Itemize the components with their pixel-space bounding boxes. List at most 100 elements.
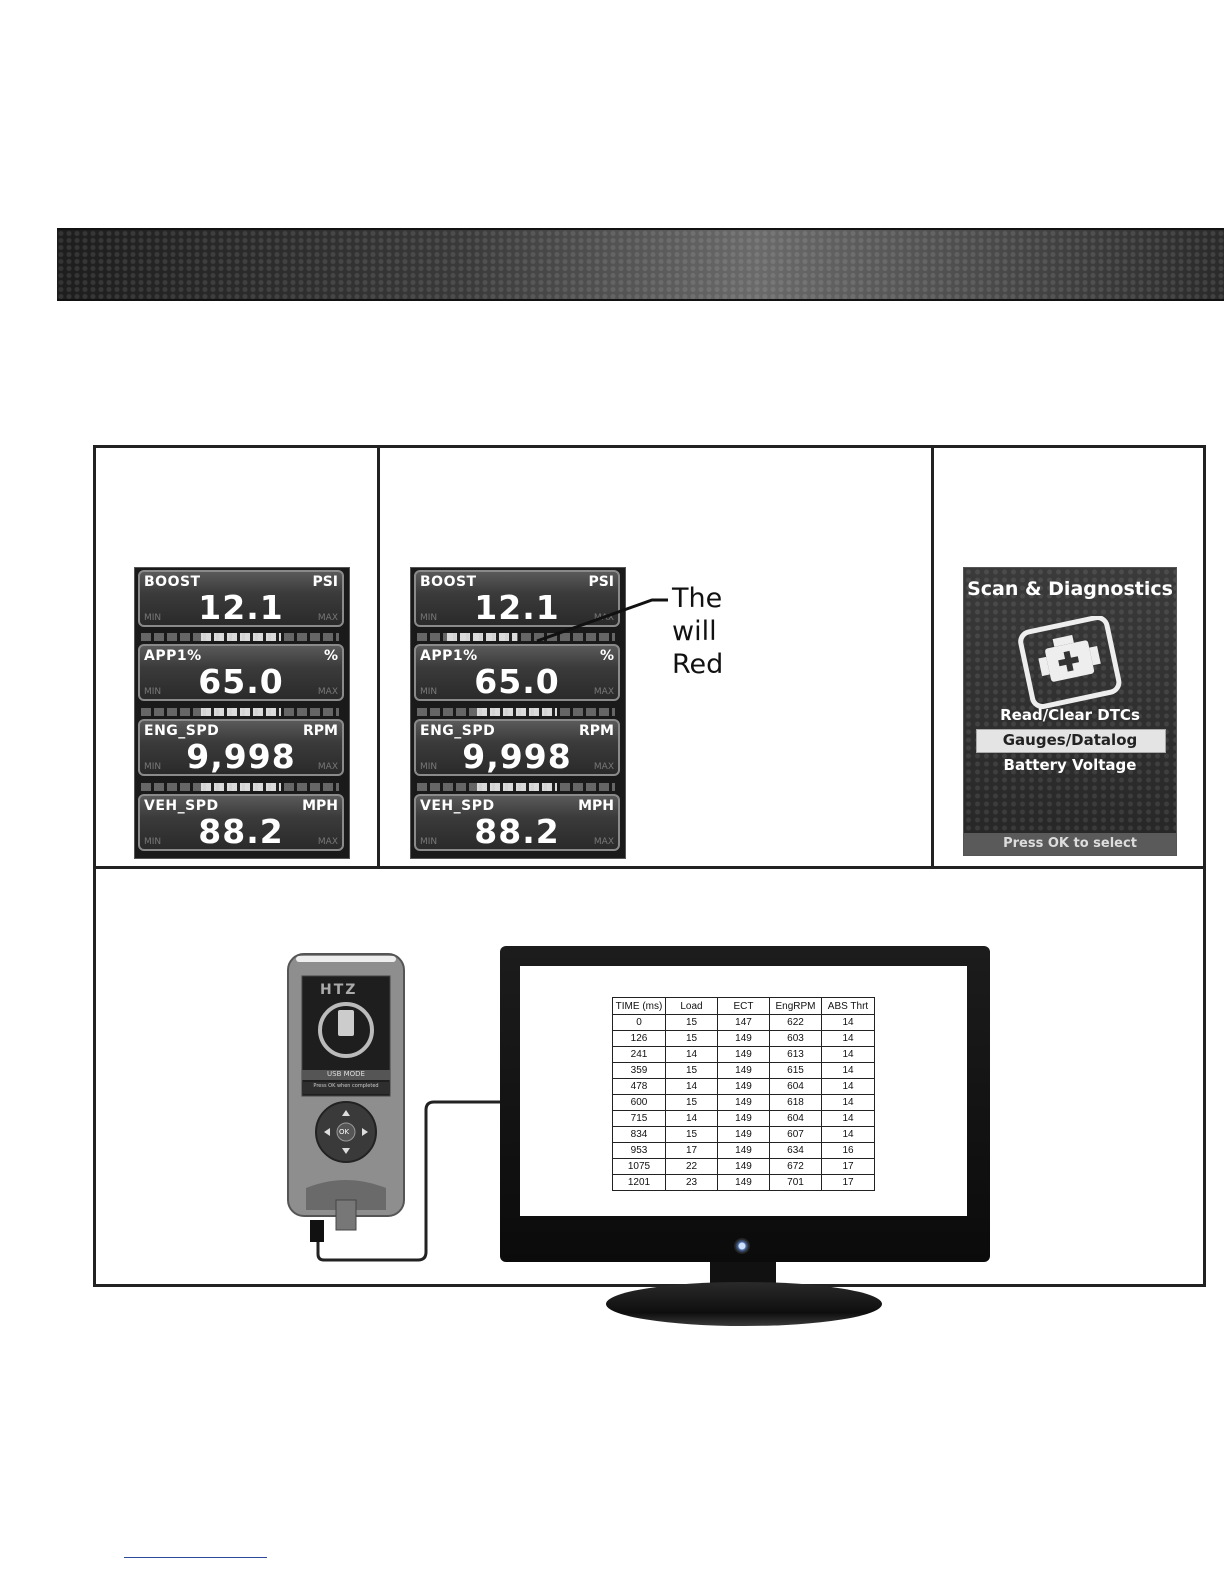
table-cell: 14 bbox=[821, 1094, 875, 1111]
gauge-value: 12.1 bbox=[474, 588, 560, 627]
gauge-min: MIN bbox=[144, 837, 162, 847]
datalog-header-row: TIME (ms) Load ECT EngRPM ABS Thrt bbox=[612, 997, 875, 1015]
table-cell: 22 bbox=[665, 1158, 718, 1175]
menu-item-gauges-datalog[interactable]: Gauges/Datalog bbox=[1002, 731, 1138, 749]
gauge-value: 88.2 bbox=[198, 812, 284, 851]
frame-divider-2 bbox=[931, 445, 934, 869]
frame-bottom bbox=[93, 1284, 1206, 1287]
table-cell: 14 bbox=[665, 1046, 718, 1063]
gauge-app: APP1% % 65.0 MIN MAX bbox=[138, 644, 344, 701]
gauge-name: ENG_SPD bbox=[420, 723, 496, 739]
callout-leader-line bbox=[536, 598, 668, 643]
scan-title: Scan & Diagnostics bbox=[967, 578, 1173, 600]
table-cell: 14 bbox=[821, 1014, 875, 1031]
gauge-value: 9,998 bbox=[186, 737, 296, 776]
table-cell: 149 bbox=[717, 1174, 770, 1191]
callout-text-line-1: The bbox=[672, 583, 723, 614]
gauge-max: MAX bbox=[593, 687, 614, 697]
datalog-header-time: TIME (ms) bbox=[612, 997, 666, 1015]
table-cell: 241 bbox=[612, 1046, 666, 1063]
device-logo: HTZ bbox=[320, 982, 358, 998]
gauge-value: 65.0 bbox=[198, 662, 284, 701]
table-cell: 715 bbox=[612, 1110, 666, 1127]
usb-cable bbox=[316, 1100, 502, 1262]
scan-diagnostics-screen: Scan & Diagnostics Read/Clear DTCs Gauge… bbox=[963, 567, 1177, 856]
gauge-name: BOOST bbox=[144, 574, 201, 590]
table-cell: 607 bbox=[769, 1126, 822, 1143]
table-cell: 149 bbox=[717, 1142, 770, 1159]
table-cell: 16 bbox=[821, 1142, 875, 1159]
table-cell: 14 bbox=[821, 1046, 875, 1063]
gauge-unit: PSI bbox=[312, 574, 338, 590]
gauge-screen-1: BOOST PSI 12.1 MIN MAX APP1% % 65.0 MIN … bbox=[134, 567, 350, 859]
table-cell: 14 bbox=[821, 1078, 875, 1095]
handheld-programmer bbox=[287, 953, 405, 1242]
callout-text-line-3: Red bbox=[672, 649, 724, 680]
table-cell: 834 bbox=[612, 1126, 666, 1143]
table-cell: 149 bbox=[717, 1030, 770, 1047]
device-mode-label: USB MODE bbox=[327, 1070, 365, 1078]
table-cell: 622 bbox=[769, 1014, 822, 1031]
section-header-band bbox=[57, 228, 1224, 301]
table-cell: 615 bbox=[769, 1062, 822, 1079]
gauge-value: 88.2 bbox=[474, 812, 560, 851]
monitor-stand bbox=[606, 1282, 882, 1326]
gauge-value: 12.1 bbox=[198, 588, 284, 627]
table-cell: 634 bbox=[769, 1142, 822, 1159]
table-cell: 149 bbox=[717, 1078, 770, 1095]
table-cell: 23 bbox=[665, 1174, 718, 1191]
device-prompt: Press OK when completed bbox=[313, 1083, 379, 1089]
gauge-unit: PSI bbox=[588, 574, 614, 590]
gauge-unit: MPH bbox=[578, 798, 614, 814]
gauge-max: MAX bbox=[593, 762, 614, 772]
table-cell: 604 bbox=[769, 1078, 822, 1095]
gauge-min: MIN bbox=[144, 762, 162, 772]
gauge-name: APP1% bbox=[144, 648, 202, 664]
gauge-unit: MPH bbox=[302, 798, 338, 814]
table-cell: 953 bbox=[612, 1142, 666, 1159]
datalog-header-load: Load bbox=[665, 997, 718, 1015]
table-cell: 17 bbox=[821, 1158, 875, 1175]
table-cell: 1075 bbox=[612, 1158, 666, 1175]
gauge-value: 65.0 bbox=[474, 662, 560, 701]
gauge-unit: % bbox=[323, 648, 338, 664]
gauge-max: MAX bbox=[593, 837, 614, 847]
gauge-bar bbox=[141, 708, 339, 716]
table-cell: 604 bbox=[769, 1110, 822, 1127]
table-cell: 149 bbox=[717, 1158, 770, 1175]
table-cell: 14 bbox=[665, 1078, 718, 1095]
gauge-unit: RPM bbox=[579, 723, 614, 739]
gauge-min: MIN bbox=[144, 613, 162, 623]
gauge-value: 9,998 bbox=[462, 737, 572, 776]
power-button[interactable] bbox=[734, 1238, 750, 1254]
gauge-min: MIN bbox=[420, 687, 438, 697]
device-ok-button[interactable]: OK bbox=[338, 1128, 350, 1136]
scan-footer-hint: Press OK to select bbox=[964, 833, 1176, 855]
table-cell: 149 bbox=[717, 1110, 770, 1127]
gauge-bar bbox=[141, 633, 339, 641]
gauge-min: MIN bbox=[420, 837, 438, 847]
table-cell: 17 bbox=[665, 1142, 718, 1159]
menu-item-battery-voltage[interactable]: Battery Voltage bbox=[1003, 756, 1137, 774]
menu-item-read-clear-dtcs[interactable]: Read/Clear DTCs bbox=[1000, 706, 1140, 724]
footer-link-underline[interactable] bbox=[124, 1557, 267, 1558]
gauge-veh-spd: VEH_SPD MPH 88.2 MIN MAX bbox=[138, 794, 344, 851]
gauge-min: MIN bbox=[420, 762, 438, 772]
table-cell: 17 bbox=[821, 1174, 875, 1191]
gauge-app: APP1% % 65.0 MIN MAX bbox=[414, 644, 620, 701]
menu-selection-highlight bbox=[976, 729, 1166, 753]
frame-divider-1 bbox=[377, 445, 380, 869]
gauge-bar bbox=[417, 783, 615, 791]
table-cell: 149 bbox=[717, 1126, 770, 1143]
table-cell: 14 bbox=[821, 1110, 875, 1127]
gauge-screen-2: BOOST PSI 12.1 MIN MAX APP1% % 65.0 MIN … bbox=[410, 567, 626, 859]
